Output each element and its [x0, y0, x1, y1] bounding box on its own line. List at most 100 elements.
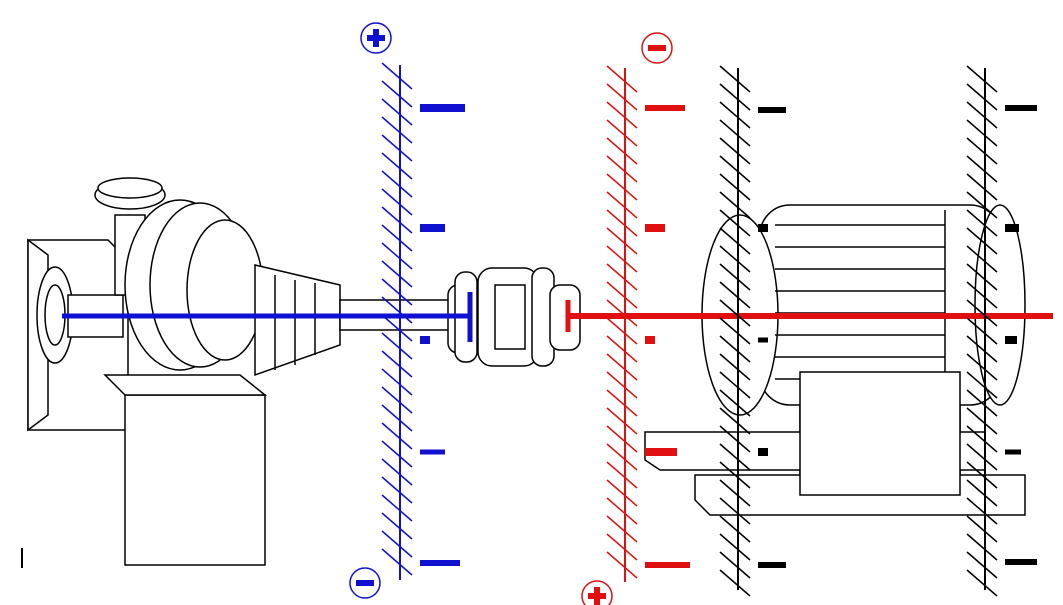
hatch-mark: [719, 443, 751, 471]
hatch-mark: [719, 101, 751, 129]
hatch-mark: [606, 317, 638, 345]
hatch-mark: [719, 155, 751, 183]
minus-icon: [641, 32, 673, 64]
hatch-mark: [719, 515, 751, 543]
hatch-mark: [606, 371, 638, 399]
hatch-mark: [606, 407, 638, 435]
hatch-mark: [966, 227, 998, 255]
hatch-mark: [606, 515, 638, 543]
hatch-mark: [381, 386, 413, 414]
hatch-mark: [381, 512, 413, 540]
hatch-mark: [606, 191, 638, 219]
hatch-mark: [606, 389, 638, 417]
hatch-mark: [966, 371, 998, 399]
hatch-mark: [719, 65, 751, 93]
hatch-mark: [719, 353, 751, 381]
hatch-mark: [719, 83, 751, 111]
hatch-mark: [381, 350, 413, 378]
hatch-mark: [966, 209, 998, 237]
hatch-mark: [719, 245, 751, 273]
motor: [644, 204, 1026, 516]
hatch-mark: [719, 281, 751, 309]
hatch-mark: [719, 137, 751, 165]
reference-scale-front: [719, 65, 786, 597]
plus-icon: [360, 22, 392, 54]
hatch-mark: [719, 173, 751, 201]
hatch-mark: [606, 425, 638, 453]
hatch-mark: [381, 134, 413, 162]
hatch-mark: [606, 155, 638, 183]
hatch-mark: [966, 461, 998, 489]
hatch-mark: [381, 458, 413, 486]
hatch-mark: [606, 101, 638, 129]
hatch-mark: [381, 80, 413, 108]
hatch-mark: [606, 173, 638, 201]
hatch-mark: [719, 335, 751, 363]
hatch-mark: [966, 551, 998, 579]
minus-icon: [349, 567, 381, 599]
pump: [27, 177, 451, 566]
hatch-mark: [966, 263, 998, 291]
hatch-mark: [719, 227, 751, 255]
hatch-mark: [381, 422, 413, 450]
hatch-mark: [719, 551, 751, 579]
hatch-mark: [719, 371, 751, 399]
hatch-mark: [606, 299, 638, 327]
hatch-mark: [966, 533, 998, 561]
hatch-mark: [606, 533, 638, 561]
hatch-mark: [606, 461, 638, 489]
reference-scale-rear: [966, 65, 1037, 597]
hatch-mark: [606, 65, 638, 93]
hatch-mark: [966, 479, 998, 507]
hatch-mark: [719, 209, 751, 237]
hatch-mark: [719, 263, 751, 291]
hatch-mark: [719, 191, 751, 219]
hatch-mark: [719, 461, 751, 489]
hatch-mark: [381, 494, 413, 522]
hatch-mark: [606, 137, 638, 165]
hatch-mark: [381, 62, 413, 90]
hatch-mark: [606, 353, 638, 381]
hatch-mark: [606, 209, 638, 237]
hatch-mark: [966, 497, 998, 525]
hatch-mark: [966, 569, 998, 597]
hatch-mark: [719, 479, 751, 507]
hatch-mark: [381, 314, 413, 342]
hatch-mark: [966, 245, 998, 273]
hatch-mark: [606, 497, 638, 525]
hatch-mark: [719, 407, 751, 435]
hatch-mark: [606, 245, 638, 273]
hatch-mark: [381, 152, 413, 180]
hatch-mark: [381, 548, 413, 576]
hatch-mark: [606, 335, 638, 363]
hatch-mark: [719, 569, 751, 597]
hatch-mark: [966, 173, 998, 201]
hatch-mark: [606, 479, 638, 507]
hatch-mark: [381, 278, 413, 306]
hatch-mark: [381, 530, 413, 558]
hatch-mark: [606, 281, 638, 309]
hatch-mark: [719, 497, 751, 525]
hatch-mark: [381, 260, 413, 288]
hatch-mark: [966, 281, 998, 309]
hatch-mark: [381, 188, 413, 216]
hatch-mark: [381, 206, 413, 234]
hatch-mark: [719, 425, 751, 453]
hatch-mark: [966, 299, 998, 327]
hatch-mark: [381, 98, 413, 126]
hatch-mark: [966, 119, 998, 147]
hatch-mark: [966, 335, 998, 363]
hatch-mark: [719, 389, 751, 417]
hatch-mark: [606, 443, 638, 471]
hatch-mark: [381, 170, 413, 198]
hatch-mark: [381, 368, 413, 396]
hatch-mark: [606, 227, 638, 255]
hatch-mark: [606, 263, 638, 291]
hatch-mark: [719, 317, 751, 345]
hatch-mark: [381, 476, 413, 504]
hatch-mark: [966, 443, 998, 471]
plus-icon: [581, 580, 613, 605]
hatch-mark: [606, 551, 638, 579]
hatch-mark: [606, 83, 638, 111]
